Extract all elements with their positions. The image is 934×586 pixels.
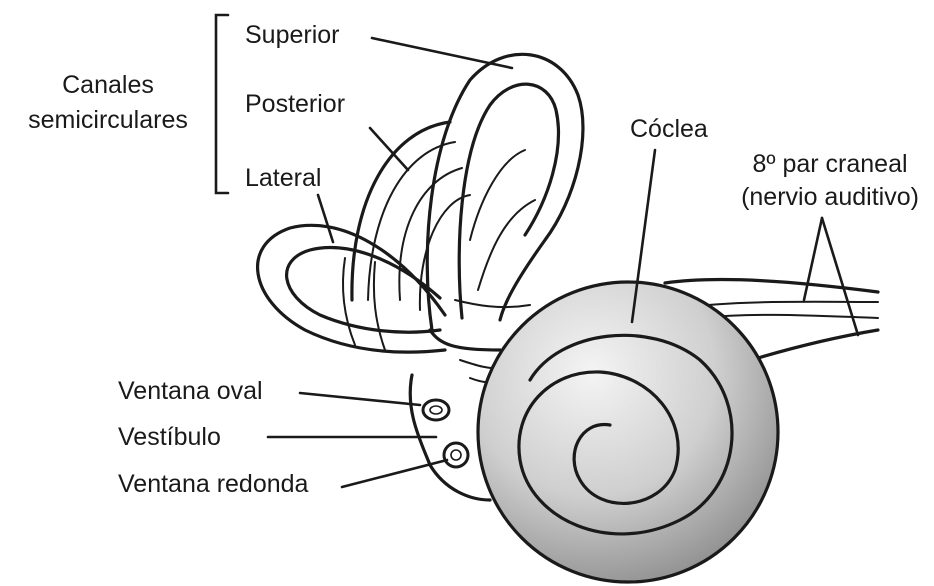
leader-ventana-redonda: [342, 460, 447, 487]
canales-bracket: [216, 15, 228, 193]
label-vestibulo: Vestíbulo: [118, 423, 221, 451]
leader-lateral: [318, 195, 333, 242]
leader-posterior: [370, 128, 408, 170]
cochlea: [478, 282, 778, 582]
leader-ventana-oval: [300, 393, 420, 405]
superior-canal: [427, 54, 583, 330]
leader-nervio-1: [804, 218, 822, 300]
label-coclea: Cóclea: [630, 115, 708, 143]
label-superior: Superior: [245, 21, 340, 49]
round-window: [444, 443, 468, 467]
label-lateral: Lateral: [245, 164, 321, 192]
oval-window: [423, 400, 449, 420]
leader-superior: [372, 38, 512, 68]
label-ventana-oval: Ventana oval: [118, 377, 263, 405]
label-canales-line1: Canales: [62, 71, 154, 99]
label-nervio-line1: 8º par craneal: [752, 150, 907, 178]
label-posterior: Posterior: [245, 90, 345, 118]
label-canales-line2: semicirculares: [28, 106, 188, 134]
label-nervio-line2: (nervio auditivo): [741, 183, 919, 211]
label-ventana-redonda: Ventana redonda: [118, 470, 309, 498]
posterior-canal: [352, 122, 470, 310]
